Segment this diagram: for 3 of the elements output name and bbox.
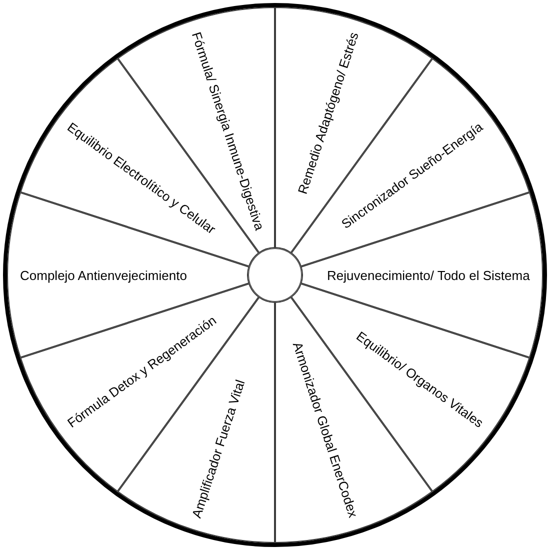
- sector-label: Complejo Antienvejecimiento: [20, 268, 187, 282]
- sector-label: Rejuvenecimiento/ Todo el Sistema: [327, 268, 530, 282]
- hub-circle: [248, 248, 302, 302]
